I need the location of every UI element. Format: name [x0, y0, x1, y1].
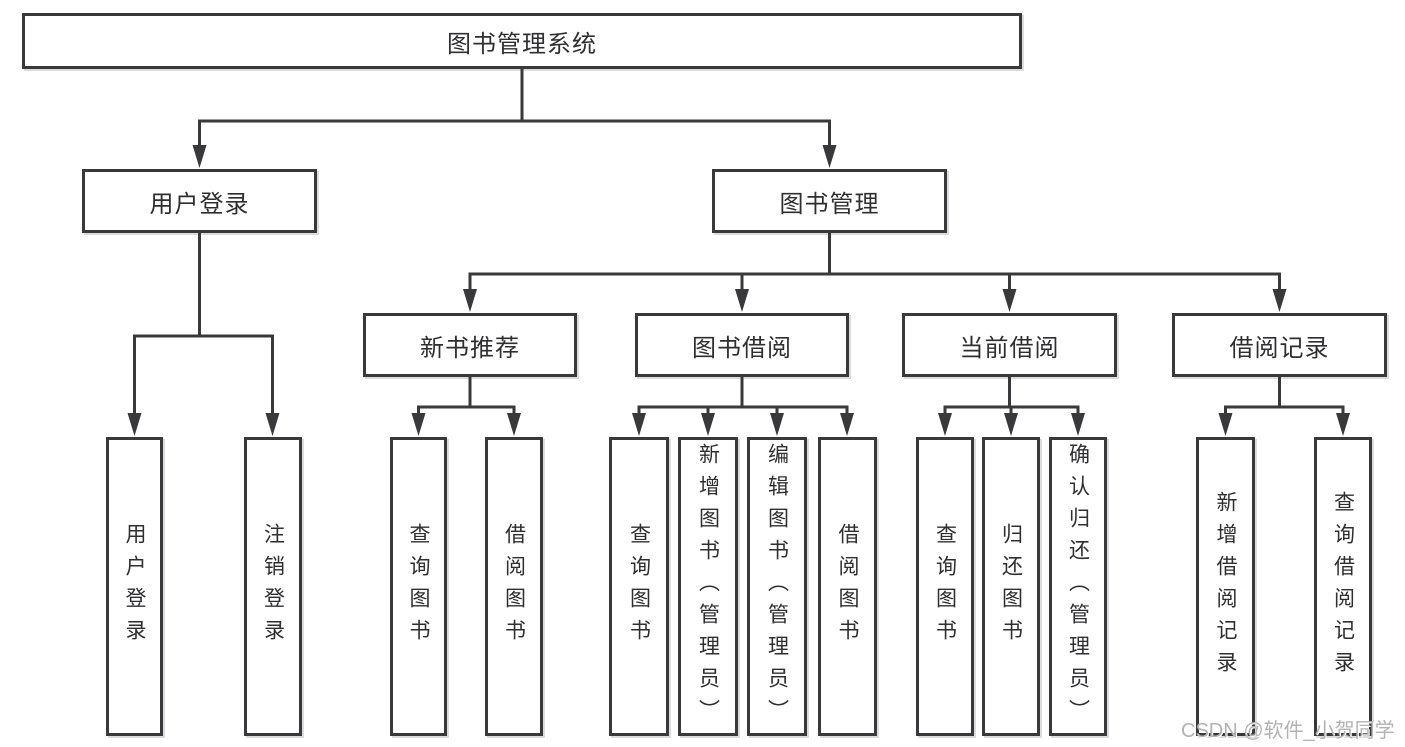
node-root: 图书管理系统 — [22, 13, 1022, 69]
node-user-login: 用户登录 — [82, 169, 317, 233]
leaf-add-book-admin: 新增图书（管理员） — [678, 437, 738, 736]
node-label: 新书推荐 — [420, 334, 520, 362]
node-book-borrow: 图书借阅 — [635, 313, 849, 377]
leaf-query-borrow-record: 查询借阅记录 — [1314, 437, 1372, 736]
leaf-borrow-book-recommend: 借阅图书 — [485, 437, 543, 736]
leaf-query-book-current: 查询图书 — [916, 437, 974, 736]
leaf-label: 查询借阅记录 — [1331, 490, 1355, 683]
leaf-return-book: 归还图书 — [982, 437, 1040, 736]
leaf-label: 借阅图书 — [836, 522, 859, 651]
leaf-add-borrow-record: 新增借阅记录 — [1196, 437, 1255, 736]
leaf-label: 新增图书（管理员） — [696, 442, 720, 731]
node-label: 图书管理系统 — [447, 30, 597, 58]
node-book-management: 图书管理 — [712, 169, 947, 233]
leaf-borrow-book: 借阅图书 — [818, 437, 877, 736]
leaf-label: 新增借阅记录 — [1214, 490, 1237, 683]
node-label: 用户登录 — [149, 190, 250, 218]
leaf-user-login: 用户登录 — [106, 437, 163, 736]
leaf-edit-book-admin: 编辑图书（管理员） — [747, 437, 807, 736]
leaf-confirm-return-admin: 确认归还（管理员） — [1049, 437, 1107, 736]
leaf-label: 查询图书 — [627, 522, 651, 651]
leaf-label: 编辑图书（管理员） — [765, 442, 789, 731]
leaf-label: 查询图书 — [407, 522, 430, 651]
node-new-book-recommend: 新书推荐 — [363, 313, 577, 377]
leaf-label: 归还图书 — [999, 522, 1023, 651]
watermark: CSDN @软件_小贺同学 — [1181, 720, 1395, 742]
leaf-label: 查询图书 — [933, 522, 957, 651]
leaf-label: 注销登录 — [261, 522, 285, 651]
leaf-label: 借阅图书 — [502, 522, 526, 651]
node-label: 图书管理 — [779, 190, 880, 218]
leaf-query-book-recommend: 查询图书 — [390, 437, 447, 736]
node-label: 借阅记录 — [1229, 334, 1330, 362]
node-label: 当前借阅 — [959, 334, 1060, 362]
node-borrow-records: 借阅记录 — [1172, 313, 1387, 377]
node-label: 图书借阅 — [692, 334, 792, 362]
node-current-borrow: 当前借阅 — [902, 313, 1117, 377]
leaf-label: 确认归还（管理员） — [1066, 442, 1090, 731]
leaf-label: 用户登录 — [123, 522, 146, 651]
leaf-query-book-borrow: 查询图书 — [609, 437, 669, 736]
leaf-logout: 注销登录 — [244, 437, 302, 736]
